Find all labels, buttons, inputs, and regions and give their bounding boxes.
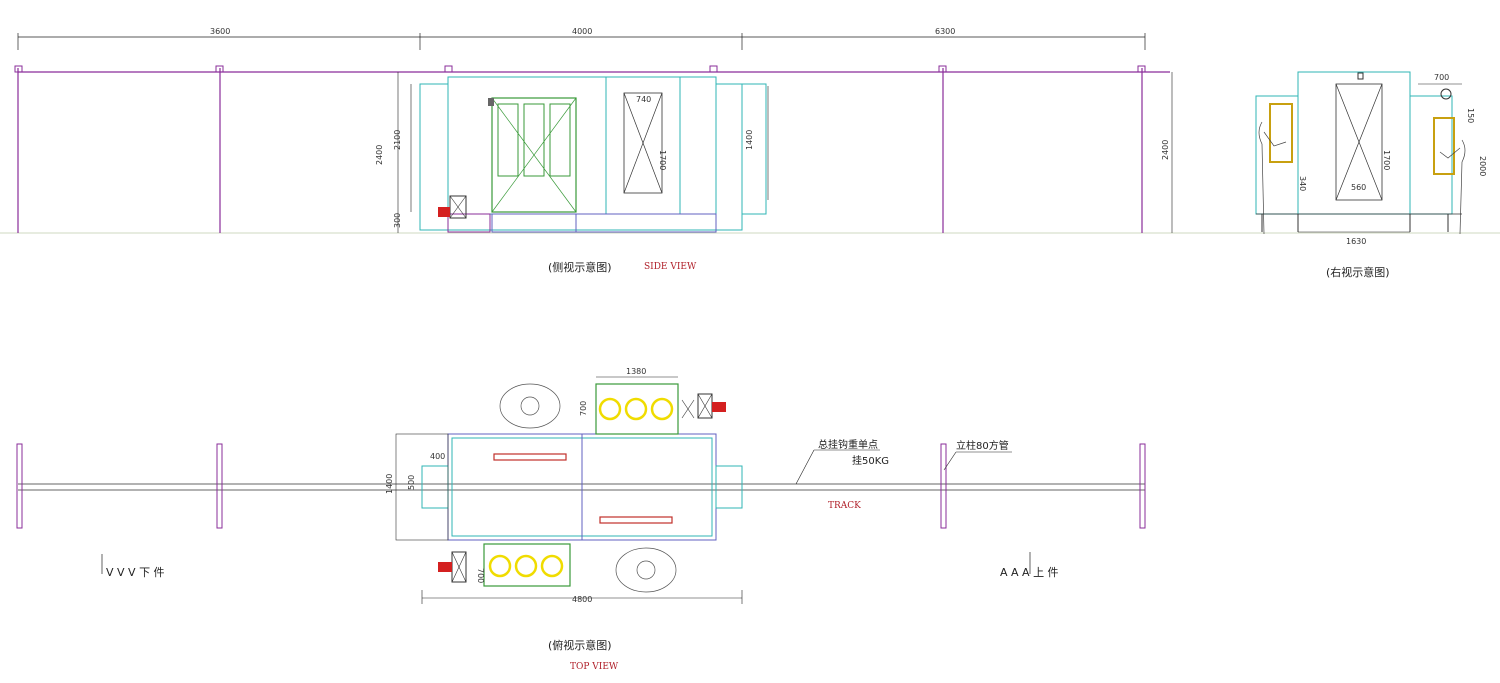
dim-filter-height: 1700 <box>658 150 667 170</box>
dim-right-height: 1700 <box>1382 150 1391 170</box>
side-view: 3600 4000 6300 <box>0 27 1500 274</box>
top-view-caption-cn: (俯视示意图) <box>548 638 612 652</box>
dim-top-overall: 4800 <box>572 595 592 604</box>
side-view-caption-cn: (侧视示意图) <box>548 260 612 274</box>
dim-top-door-w: 400 <box>430 452 445 461</box>
dim-top-filter-depth: 700 <box>579 401 588 416</box>
right-view-caption-cn: (右视示意图) <box>1326 265 1390 279</box>
dim-filter-width: 740 <box>636 95 651 104</box>
track-label: TRACK <box>828 501 861 511</box>
unload-label: V V V 下 件 <box>106 566 165 579</box>
dim-side-height-right: 2400 <box>1161 140 1170 160</box>
right-view: 1700 560 700 150 2000 340 1630 (右视示意图) <box>1255 71 1487 279</box>
dim-side-height-300: 300 <box>393 213 402 228</box>
top-view: 400 500 1400 1380 700 700 <box>16 367 1146 672</box>
dim-top-depth: 1400 <box>385 474 394 494</box>
dim-right-top: 700 <box>1434 73 1449 82</box>
dim-top-door-h: 500 <box>407 475 416 490</box>
top-view-caption-en: TOP VIEW <box>570 662 619 672</box>
side-view-caption-en: SIDE VIEW <box>644 262 697 272</box>
note-hook-line1: 总挂钩重单点 <box>818 438 878 451</box>
dim-right-width: 1630 <box>1346 237 1366 246</box>
note-post: 立柱80方管 <box>956 439 1009 452</box>
dim-top-filter-width: 1380 <box>626 367 646 376</box>
dim-right-inner: 560 <box>1351 183 1366 192</box>
dim-top-filter-side: 700 <box>476 568 485 583</box>
dim-right-mid: 150 <box>1466 108 1475 123</box>
dim-booth-height: 1400 <box>745 130 754 150</box>
dim-side-height-2100: 2100 <box>393 130 402 150</box>
dim-side-middle: 4000 <box>572 27 592 36</box>
note-hook-line2: 挂50KG <box>852 454 889 467</box>
dim-side-height-left: 2400 <box>375 145 384 165</box>
load-label: A A A 上 件 <box>1000 566 1059 579</box>
dim-right-side: 2000 <box>1478 156 1487 176</box>
dim-side-right: 6300 <box>935 27 955 36</box>
dim-side-left: 3600 <box>210 27 230 36</box>
dim-right-side-left: 340 <box>1298 176 1307 191</box>
